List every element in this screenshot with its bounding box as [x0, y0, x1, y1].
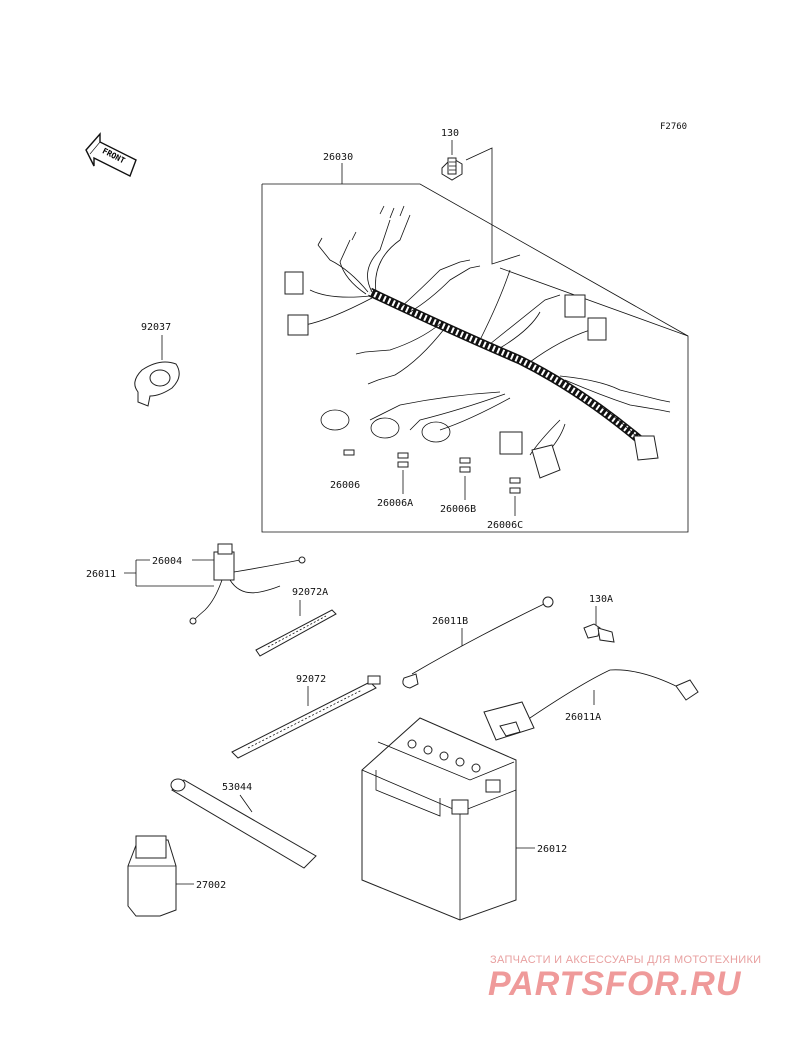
label-26006: 26006 [330, 480, 360, 491]
battery-lead-26011B [402, 596, 554, 689]
label-26011A: 26011A [565, 712, 601, 723]
label-26006A: 26006A [377, 498, 413, 509]
wiring-harness-26030 [284, 205, 671, 479]
label-26011B: 26011B [432, 616, 468, 627]
band-92072A [255, 609, 337, 657]
label-92072A: 92072A [292, 587, 328, 598]
front-arrow-icon: FRONT [85, 132, 137, 177]
bolt-130 [441, 157, 463, 181]
watermark-logo: PARTSFOR.RU [488, 965, 742, 1003]
label-26006C: 26006C [487, 520, 523, 531]
label-92037: 92037 [141, 322, 171, 333]
label-26030: 26030 [323, 152, 353, 163]
tube-53044 [170, 778, 317, 869]
band-92072 [231, 675, 381, 759]
battery-lead-26011A [483, 669, 699, 741]
relay-harness-26011 [189, 543, 306, 625]
main-harness-frame [261, 147, 689, 533]
label-26011: 26011 [86, 569, 116, 580]
terminals-26006 [343, 449, 521, 494]
bolt-130A [583, 623, 615, 643]
label-26004: 26004 [152, 556, 182, 567]
label-26012: 26012 [537, 844, 567, 855]
label-27002: 27002 [196, 880, 226, 891]
label-26006B: 26006B [440, 504, 476, 515]
figure-code: F2760 [660, 122, 687, 132]
battery-26012 [361, 717, 517, 921]
label-130A: 130A [589, 594, 613, 605]
label-130: 130 [441, 128, 459, 139]
watermark-tagline: ЗАПЧАСТИ И АКСЕССУАРЫ ДЛЯ МОТОТЕХНИКИ [490, 954, 761, 966]
relay-27002 [127, 835, 177, 917]
label-53044: 53044 [222, 782, 252, 793]
clamp-92037 [134, 361, 180, 407]
label-92072: 92072 [296, 674, 326, 685]
